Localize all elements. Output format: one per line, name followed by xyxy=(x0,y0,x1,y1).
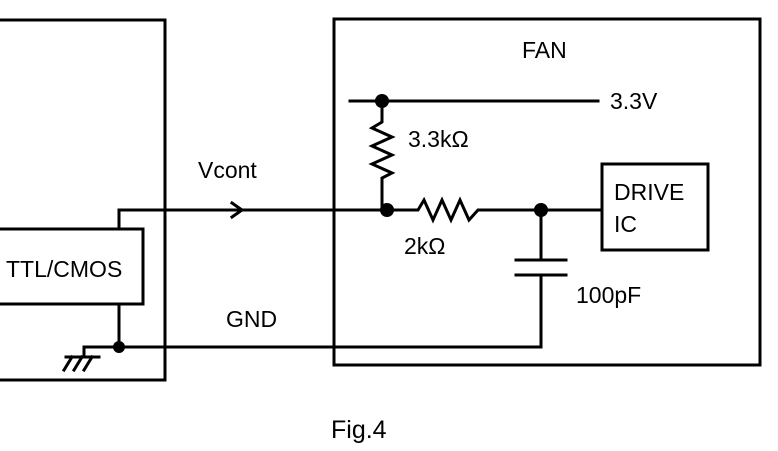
pullup-resistor xyxy=(368,99,396,212)
ttl-cmos-block xyxy=(0,227,145,306)
supply-voltage-label: 3.3V xyxy=(610,88,658,114)
figure-caption: Fig.4 xyxy=(331,416,387,444)
vcont-signal-line xyxy=(117,208,384,231)
vcont-label: Vcont xyxy=(198,157,257,183)
controller-enclosure xyxy=(0,18,167,382)
series-resistor xyxy=(385,196,543,224)
signal-direction-arrow-icon xyxy=(229,200,245,220)
drive-ic-label-line2: IC xyxy=(614,211,637,237)
chassis-ground-icon xyxy=(61,345,121,373)
drive-ic-label-line1: DRIVE xyxy=(614,179,684,205)
pullup-resistor-label: 3.3kΩ xyxy=(408,126,469,152)
gnd-label: GND xyxy=(226,306,277,332)
capacitor-label: 100pF xyxy=(576,282,641,308)
series-resistor-label: 2kΩ xyxy=(404,233,446,259)
ground-line xyxy=(117,302,543,349)
ttl-cmos-label: TTL/CMOS xyxy=(6,256,122,282)
drive-ic-block xyxy=(600,162,710,252)
fan-enclosure xyxy=(332,17,762,367)
fan-label: FAN xyxy=(522,37,567,63)
